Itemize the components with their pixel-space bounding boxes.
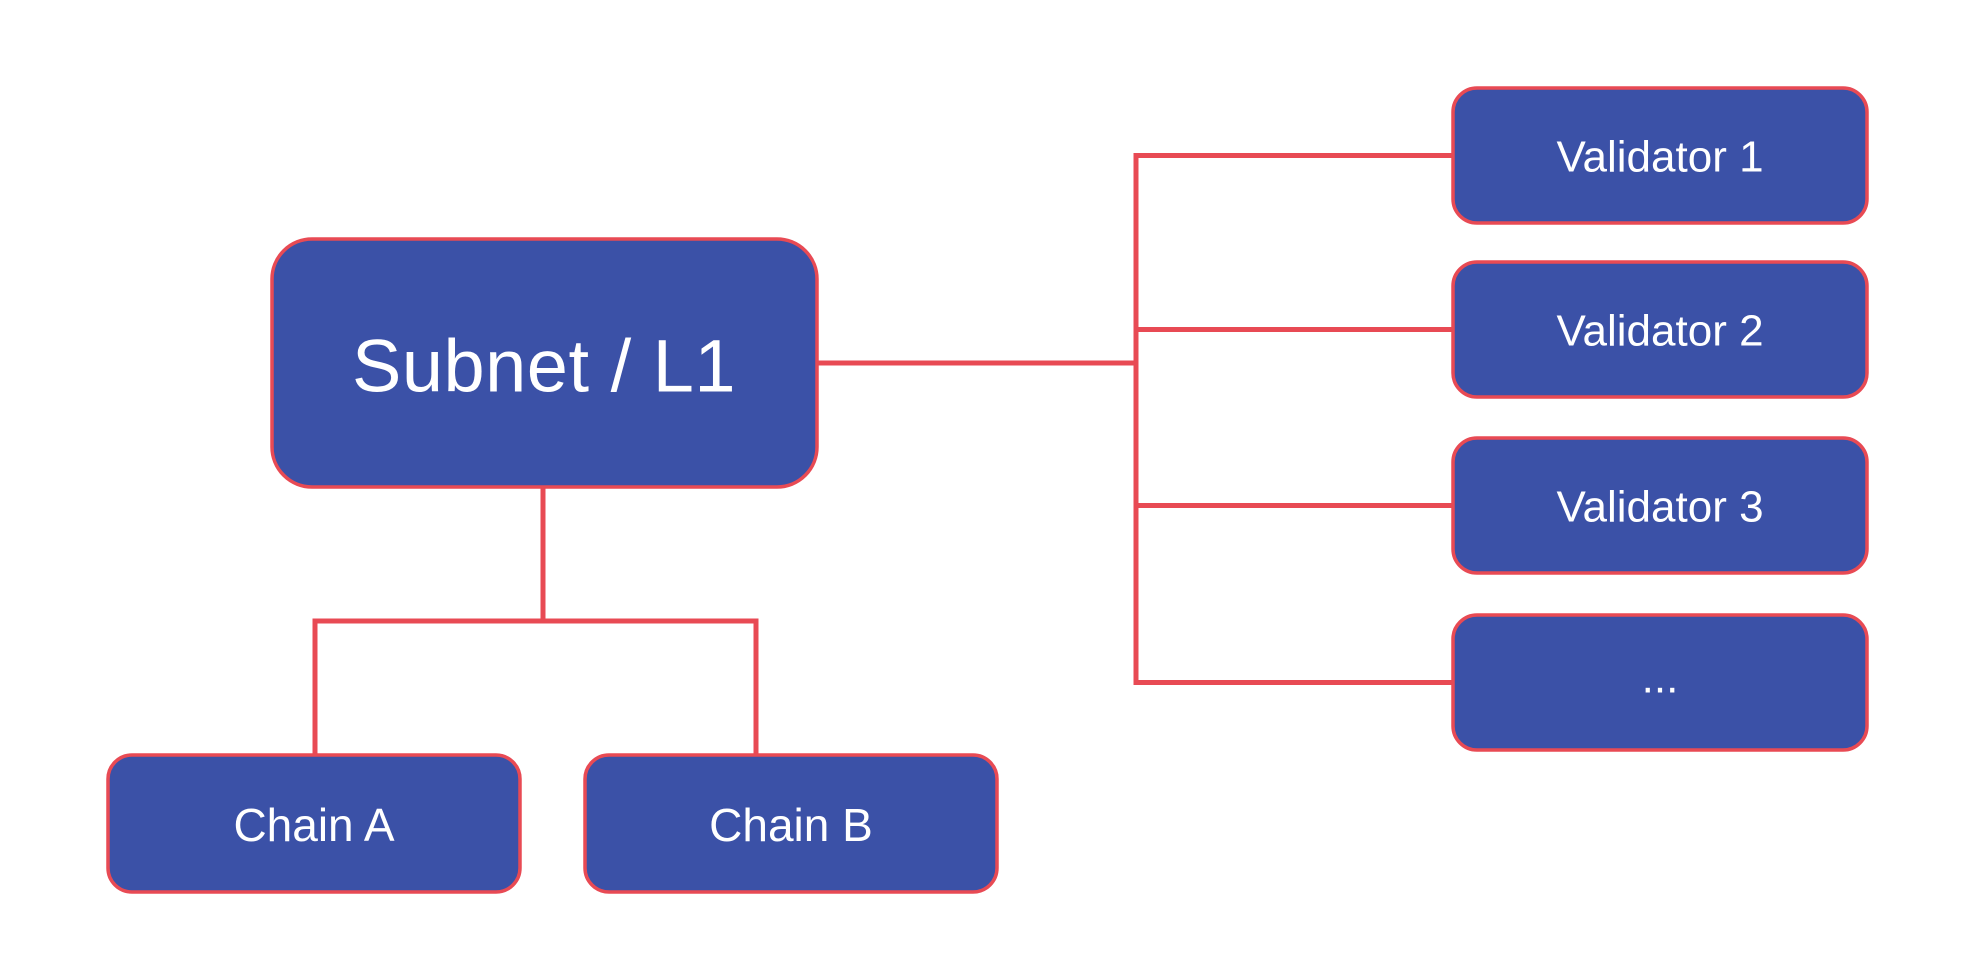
node-validator-1: Validator 1 [1451,86,1869,225]
validator-more-label: ... [1642,654,1679,703]
validator-3-label: Validator 3 [1556,483,1763,532]
edge-chain-bar [312,618,759,755]
validator-2-label: Validator 2 [1556,307,1763,356]
validator-more-box [1451,613,1869,752]
chain-b-box [583,753,999,894]
validator-2-box [1451,260,1869,399]
edge-group [312,153,1453,755]
chain-a-box [106,753,522,894]
subnet-l1-box [270,237,819,489]
chain-b-label: Chain B [709,799,873,851]
edge-validator-bus [1133,153,1453,685]
node-subnet-l1: Subnet / L1 [270,237,819,489]
node-chain-a: Chain A [106,753,522,894]
validator-1-box [1451,86,1869,225]
validator-3-box [1451,436,1869,575]
subnet-l1-label: Subnet / L1 [352,325,736,408]
node-chain-b: Chain B [583,753,999,894]
node-validator-3: Validator 3 [1451,436,1869,575]
validator-1-label: Validator 1 [1556,133,1763,182]
node-validator-2: Validator 2 [1451,260,1869,399]
chain-a-label: Chain A [233,799,394,851]
node-validator-more: ... [1451,613,1869,752]
